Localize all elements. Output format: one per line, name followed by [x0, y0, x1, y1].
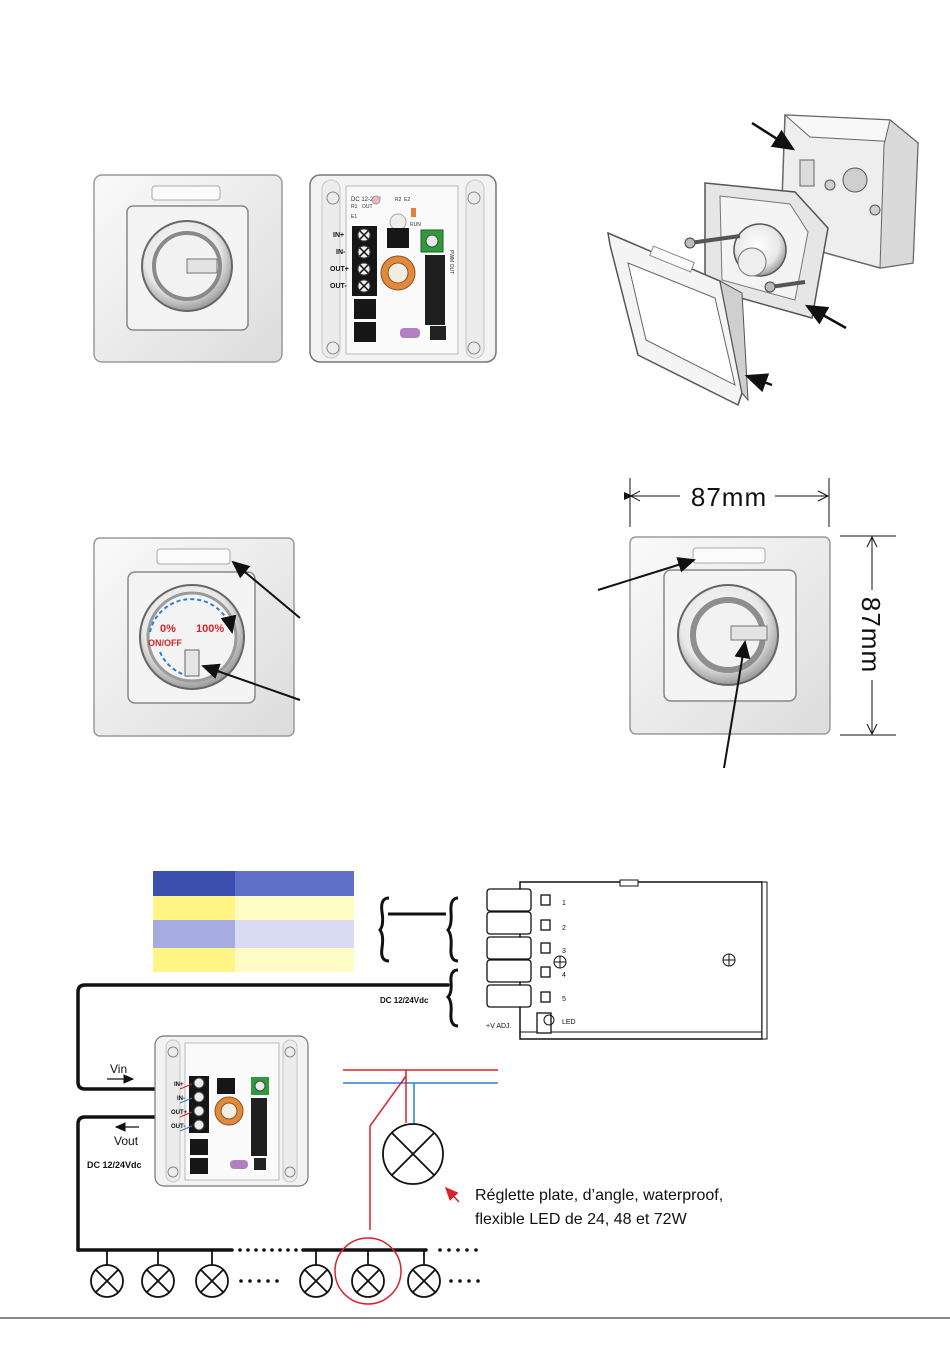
out-label: OUT — [362, 204, 373, 210]
e1-label: E1 — [351, 214, 357, 220]
in-minus-label: IN- — [336, 249, 346, 256]
terminal-1-label: 1 — [562, 900, 566, 907]
in-plus-label: IN+ — [333, 232, 344, 239]
controller-board-small: IN+ IN- OUT+ OUT- — [155, 1036, 308, 1186]
width-dimension: 87mm — [691, 482, 767, 512]
exploded-assembly — [608, 115, 918, 405]
power-supply: 1 2 3 4 5 +V ADJ. LED — [486, 880, 767, 1039]
vin-label: Vin — [110, 1062, 127, 1076]
out-minus-label: OUT- — [330, 283, 347, 290]
terminal-3-label: 3 — [562, 948, 566, 955]
height-dimension: 87mm — [856, 597, 886, 673]
small-in-plus-label: IN+ — [174, 1082, 184, 1088]
adj-label: +V ADJ. — [486, 1023, 512, 1030]
controller-board-top: DC 12-24V R1 OUT R2 E2 E1 RUN IN+ IN- OU… — [310, 175, 496, 362]
front-panel-top — [94, 175, 282, 362]
color-legend-table — [153, 871, 354, 972]
note-line-2: flexible LED de 24, 48 et 72W — [475, 1211, 688, 1228]
r1-label: R1 — [351, 204, 358, 210]
r2-label: R2 — [395, 197, 402, 203]
onoff-label: ON/OFF — [148, 638, 182, 648]
knob-panel-dimensions: 87mm 87mm — [598, 478, 896, 768]
bracket-connector — [380, 898, 458, 1026]
terminal-2-label: 2 — [562, 925, 566, 932]
out-plus-label: OUT+ — [330, 266, 349, 273]
max-label: 100% — [196, 623, 224, 635]
lamp-row — [91, 1250, 440, 1297]
pwm-label: PWM OUT — [448, 250, 454, 274]
small-out-minus-label: OUT- — [171, 1124, 185, 1130]
min-label: 0% — [160, 623, 176, 635]
dc-label-bottom: DC 12/24Vdc — [87, 1160, 142, 1170]
vout-label: Vout — [114, 1134, 139, 1148]
e2-label: E2 — [404, 197, 410, 203]
note-line-1: Réglette plate, d’angle, waterproof, — [475, 1187, 723, 1204]
lamp-large — [383, 1124, 443, 1184]
knob-panel-labeled: 0% 100% ON/OFF — [94, 538, 300, 736]
run-label: RUN — [410, 222, 421, 228]
terminal-5-label: 5 — [562, 996, 566, 1003]
led-label: LED — [562, 1019, 576, 1026]
dc-label-top: DC 12/24Vdc — [380, 996, 429, 1005]
terminal-4-label: 4 — [562, 972, 566, 979]
